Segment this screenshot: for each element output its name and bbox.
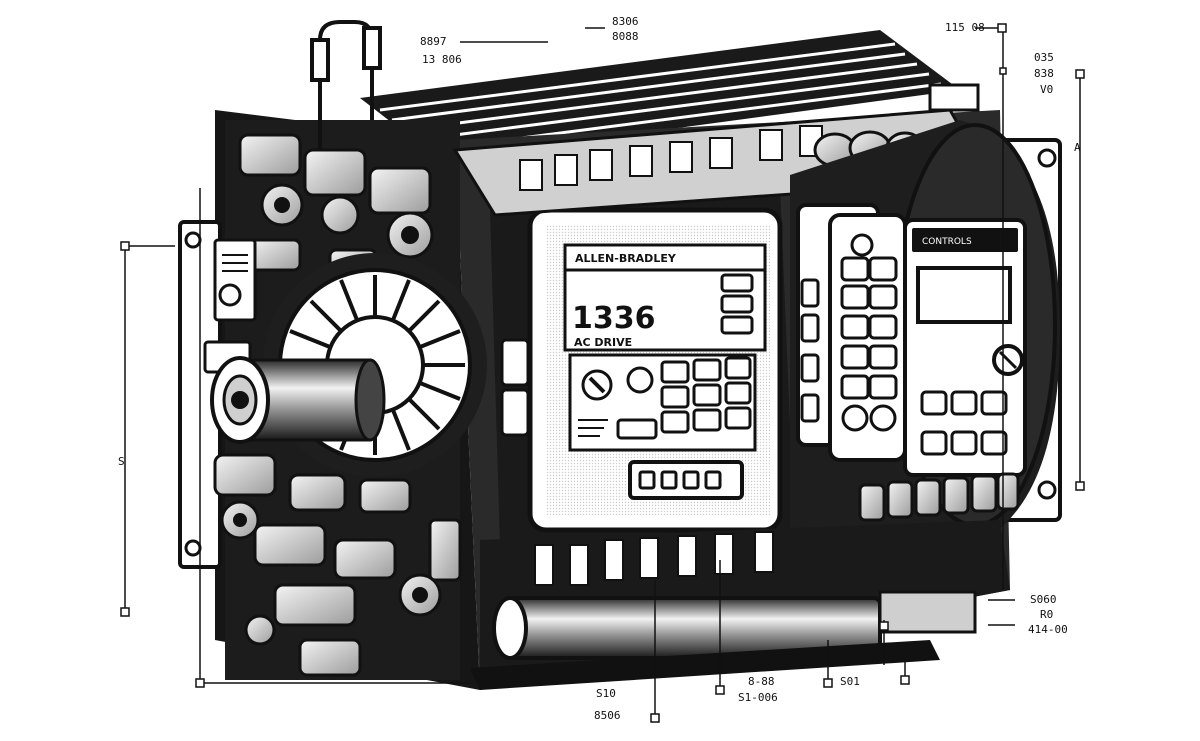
callout-bottom-mid: S01 — [840, 675, 860, 688]
callout-bottom-center-a: 8-88 — [748, 675, 775, 688]
callout-top-center-a: 8306 — [612, 15, 639, 28]
callout-right-a: 035 — [1034, 51, 1054, 64]
model-number: 1336 — [572, 301, 656, 336]
callout-bottom-left-a: S10 — [596, 687, 616, 700]
callout-right-c: V0 — [1040, 83, 1054, 96]
callout-top-center-b: 8088 — [612, 30, 639, 43]
callout-bottom-center-b: S1-006 — [738, 691, 778, 704]
brand-label: ALLEN-BRADLEY — [575, 252, 677, 265]
callout-bottom-right-b: R0 — [1040, 608, 1054, 621]
callout-ticks — [120, 23, 1085, 723]
right-housing — [790, 120, 1060, 560]
callout-lines — [122, 27, 1081, 718]
top-connector-pipe — [310, 20, 382, 150]
right-panel-label: CONTROLS — [922, 237, 972, 247]
motor-fan-assembly — [210, 253, 487, 477]
callout-bottom-right-a: S060 — [1030, 593, 1057, 606]
callout-right-d: A — [1074, 141, 1081, 154]
callout-top-right: 115 08 — [945, 21, 985, 34]
callout-top-left-a: 8897 — [420, 35, 447, 48]
center-control-panel — [490, 185, 795, 545]
callout-left-side: S — [118, 455, 125, 468]
callout-bottom-right-c: 414-00 — [1028, 623, 1068, 636]
callout-top-left-b: 13 806 — [422, 53, 462, 66]
callout-bottom-left-b: 8506 — [594, 709, 621, 722]
model-subtitle: AC DRIVE — [574, 336, 632, 349]
bottom-terminal-rail — [470, 520, 1010, 690]
callout-right-b: 838 — [1034, 67, 1054, 80]
